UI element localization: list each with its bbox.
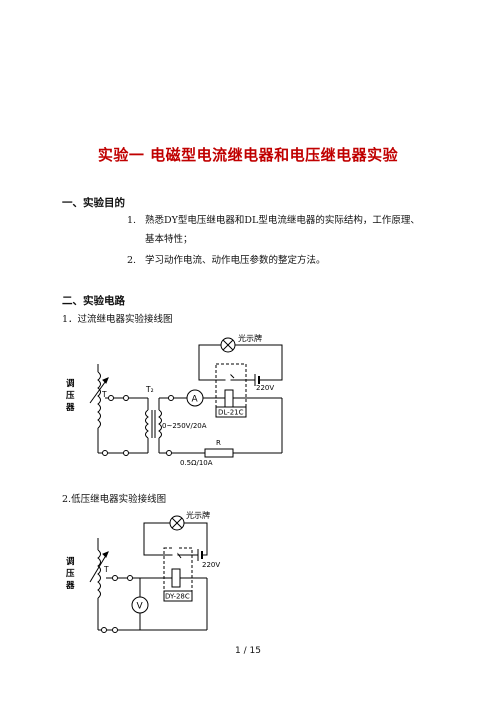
lamp-circuit-frame: [198, 344, 283, 381]
relay-coil: [224, 389, 234, 408]
regulator-label-1: 调: [66, 378, 75, 389]
objective-text: 熟悉DY型电压继电器和DL型电流继电器的实际结构，工作原理、: [145, 215, 420, 226]
t2-label: T₂: [145, 385, 154, 394]
relay-model: DL-21C: [218, 409, 244, 417]
contact-gap: [172, 547, 178, 559]
section-heading-objectives: 一、实验目的: [62, 197, 125, 209]
subheading-overcurrent: 1．过流继电器实验接线图: [62, 314, 173, 325]
ammeter-label: A: [192, 395, 199, 405]
lamp-cross: [222, 339, 234, 351]
terminal: [101, 627, 107, 633]
terminal: [123, 395, 129, 401]
objective-item-1: 1. 熟悉DY型电压继电器和DL型电流继电器的实际结构，工作原理、: [127, 212, 420, 226]
autotransformer-coil: [97, 549, 101, 599]
voltage-label: 220V: [202, 561, 220, 569]
resistor-label: R: [216, 439, 221, 447]
relay-label-box: [215, 406, 247, 418]
undervoltage-relay-circuit-diagram: 调 压 器 T V DY-28C 光示牌 220V: [65, 510, 220, 633]
page-title: 实验一 电磁型电流继电器和电压继电器实验: [97, 146, 399, 164]
relay-coil: [171, 568, 181, 588]
subheading-undervoltage: 2.低压继电器实验接线图: [62, 494, 167, 505]
voltmeter-label: V: [137, 602, 144, 612]
objective-text: 学习动作电流、动作电压参数的整定方法。: [145, 255, 326, 266]
page-number: 1 / 15: [235, 646, 261, 656]
relay-model: DY-28C: [165, 593, 190, 601]
objective-number: 1.: [127, 215, 137, 226]
regulator-label-3: 器: [65, 403, 75, 413]
overcurrent-relay-circuit-diagram: 调 压 器 T T₂ 0~250V/20A A DL-21C 光示牌: [65, 333, 283, 467]
regulator-label-3: 器: [65, 581, 75, 591]
section-heading-circuit: 二、实验电路: [62, 295, 125, 307]
terminal: [108, 395, 114, 401]
variable-arrow: [89, 551, 109, 583]
terminal: [168, 395, 174, 401]
voltage-label: 220V: [256, 384, 274, 392]
resistor: [204, 448, 234, 458]
terminal: [102, 450, 108, 456]
terminal: [123, 450, 129, 456]
arrow-head: [102, 377, 109, 384]
lamp-cross: [171, 517, 183, 529]
resistor-rating: 0.5Ω/10A: [180, 459, 213, 467]
relay-label-box: [163, 590, 193, 602]
objective-item-2: 2. 学习动作电流、动作电压参数的整定方法。: [127, 252, 326, 266]
t-label: T: [103, 565, 109, 574]
contact-gap: [225, 369, 231, 381]
terminal: [112, 627, 118, 633]
primary-coil: [145, 409, 149, 439]
lamp-label: 光示牌: [186, 510, 210, 520]
regulator-label-2: 压: [66, 569, 75, 579]
terminal: [112, 575, 118, 581]
objective-number: 2.: [127, 255, 137, 266]
t-label: T: [101, 390, 107, 399]
autotransformer-coil: [97, 371, 101, 429]
terminal: [166, 450, 172, 456]
terminal: [127, 575, 133, 581]
regulator-label-2: 压: [66, 391, 75, 401]
lamp-label: 光示牌: [238, 333, 262, 343]
objective-item-1-continuation: 基本特性；: [145, 234, 193, 245]
secondary-coil: [158, 409, 162, 439]
arrow-head: [102, 551, 109, 558]
regulator-label-1: 调: [66, 556, 75, 567]
transformer-rating: 0~250V/20A: [162, 422, 207, 430]
